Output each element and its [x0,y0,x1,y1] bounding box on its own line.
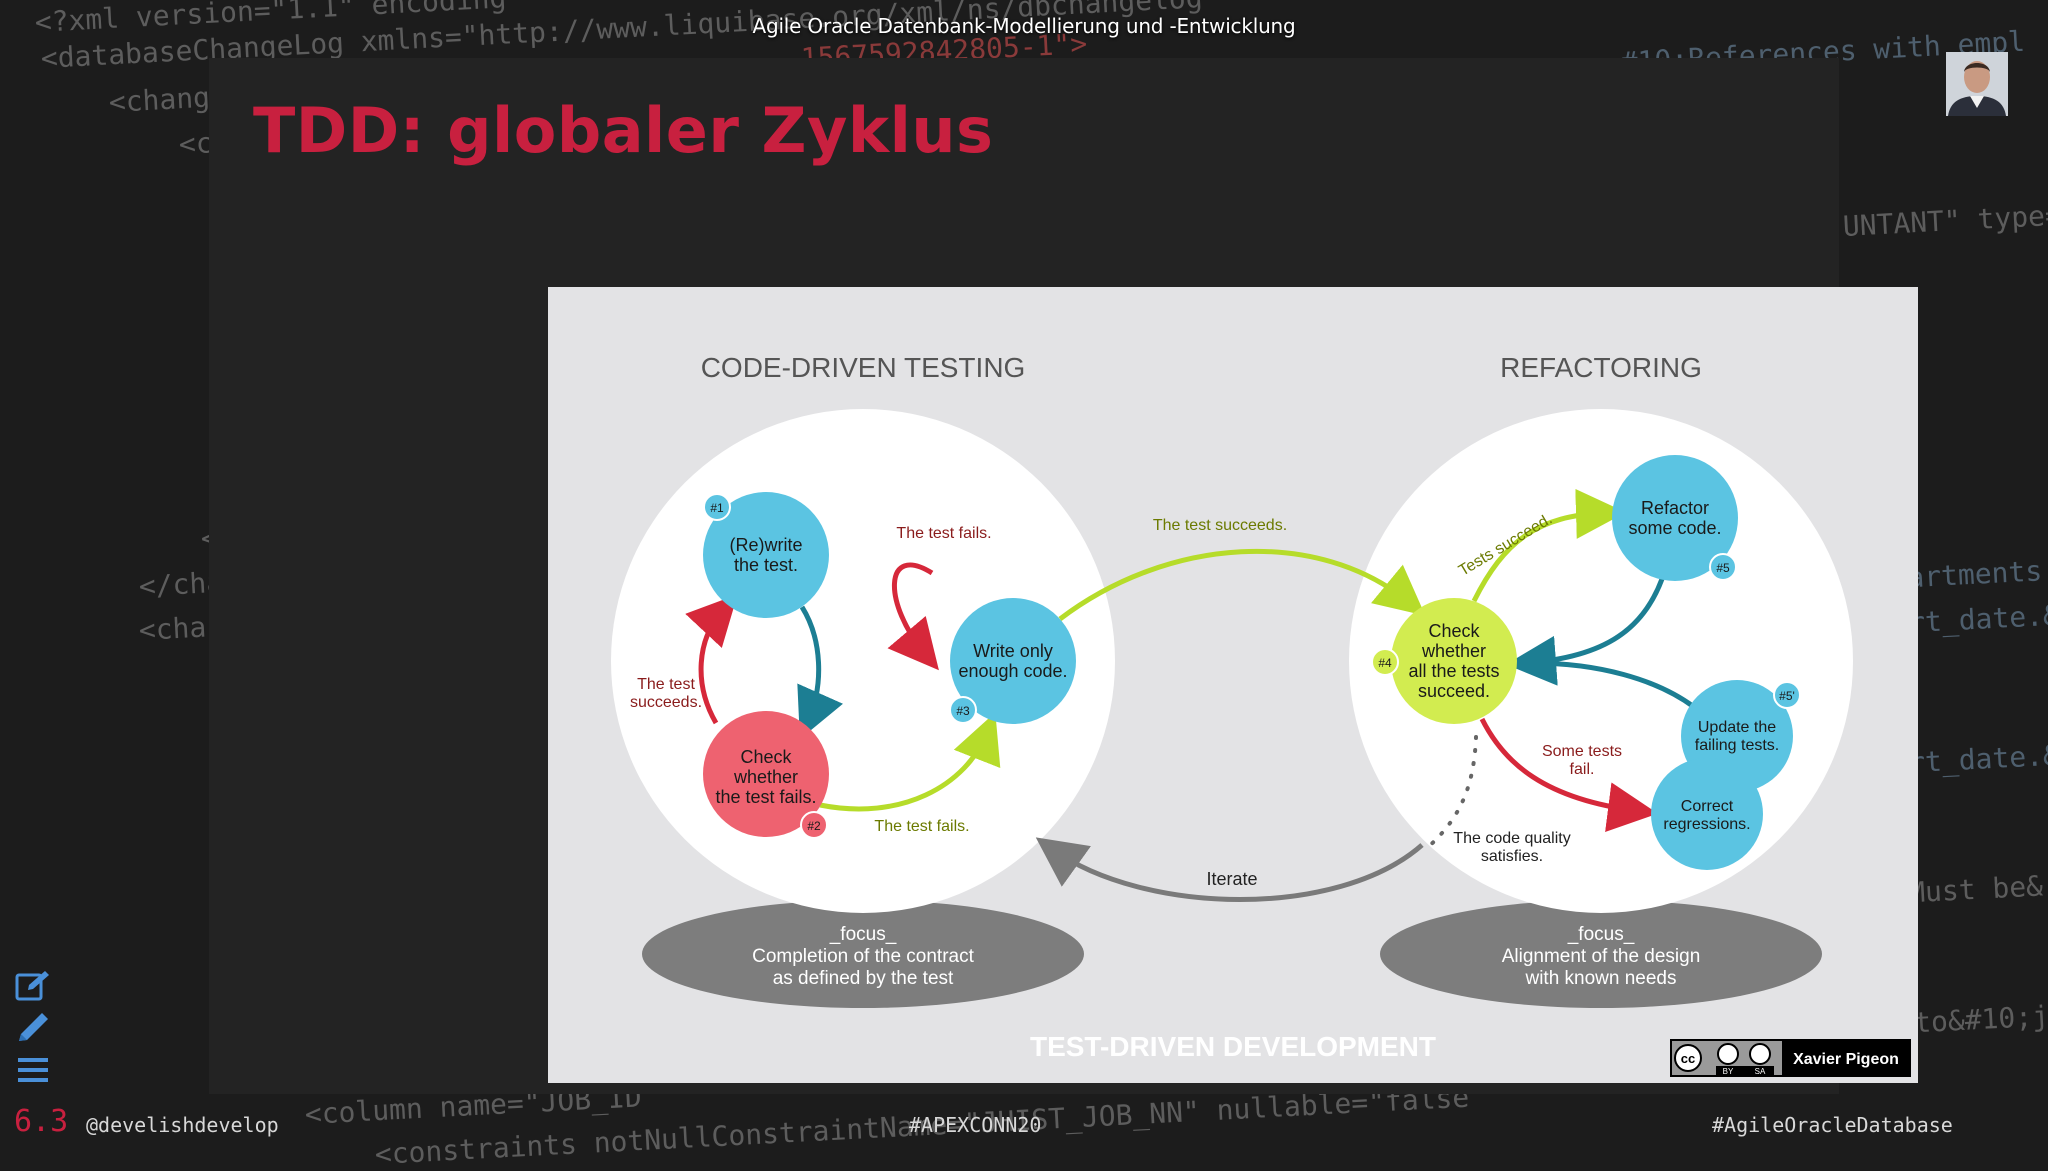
arrow-check-to-write-code [819,712,1001,812]
node-rewrite-test [703,492,829,618]
node-check-all-text-4: succeed. [1418,681,1490,701]
badge-4-text: #4 [1378,656,1392,670]
twitter-handle: @develishdevelop [86,1113,279,1137]
badge-3-text: #3 [956,704,970,718]
label-some-tests-1: Some tests [1542,743,1622,760]
node-check-fails-text-1: Check [740,747,792,767]
edit-square-icon[interactable] [14,968,52,1004]
node-write-code [950,598,1076,724]
badge-3 [949,696,977,724]
label-test-fails-bottom: The test fails. [874,818,969,835]
presenter-webcam [1946,52,2008,116]
left-focus-ellipse [642,900,1084,1008]
menu-icon[interactable] [14,1052,52,1088]
node-correct-text-2: regressions. [1663,816,1750,833]
label-test-succeeds-middle: The test succeeds. [1153,517,1287,534]
cc-license-badge: cc BY SA Xavier Pigeon [1670,1039,1911,1077]
node-check-test-fails [703,711,829,837]
code-line: UNTANT" type= [1842,198,2048,243]
label-iterate: Iterate [1206,869,1257,889]
badge-5-text: #5 [1716,561,1730,575]
presenter-avatar-icon [1946,52,2008,116]
node-rewrite-text-2: the test. [734,555,798,575]
tdd-cycle-diagram: CODE-DRIVEN TESTING REFACTORING _focus_ … [548,287,1918,1083]
cc-text: cc [1681,1051,1695,1066]
arrow-update-to-check [1531,660,1696,710]
window-title: Agile Oracle Datenbank-Modellierung und … [752,14,1296,38]
right-focus-ellipse [1380,900,1822,1008]
badge-2 [800,811,828,839]
arrow-iterate [1035,837,1424,902]
badge-4 [1371,648,1399,676]
node-refactor [1612,455,1738,581]
hashtag-topic: #AgileOracleDatabase [1712,1113,1953,1137]
label-some-tests-2: fail. [1570,761,1595,778]
badge-2-text: #2 [807,819,821,833]
node-update-text-1: Update the [1698,719,1776,736]
node-refactor-text-2: some code. [1628,518,1721,538]
code-line: <cha [138,610,208,647]
label-test-succeeds-left-2: succeeds. [630,694,702,711]
badge-1-text: #1 [710,501,724,515]
slide-number: 6.3 [14,1104,69,1139]
tdd-bottom-title: TEST-DRIVEN DEVELOPMENT [1030,1031,1436,1062]
left-focus-label: _focus_ [829,924,897,945]
sa-icon [1749,1043,1771,1065]
badge-5-prime [1773,681,1801,709]
by-icon [1717,1043,1739,1065]
label-quality-2: satisfies. [1481,848,1543,865]
arrow-refactor-to-check [1506,578,1665,686]
node-check-fails-text-3: the test fails. [715,787,816,807]
arrow-rewrite-to-check [797,605,844,740]
sa-text: SA [1755,1067,1766,1076]
code-line: <chang [108,80,211,119]
pencil-icon[interactable] [14,1010,52,1046]
author-name: Xavier Pigeon [1793,1051,1899,1068]
refactoring-title: REFACTORING [1500,352,1702,383]
label-quality-1: The code quality [1453,830,1570,847]
label-test-fails-top: The test fails. [896,525,991,542]
arrow-check-to-rewrite [685,594,738,725]
label-test-succeeds-left-1: The test [637,676,695,693]
node-check-all-text-2: whether [1421,641,1486,661]
badge-5 [1709,553,1737,581]
by-text: BY [1723,1067,1734,1076]
cc-icon [1674,1044,1702,1072]
right-focus-label: _focus_ [1567,924,1635,945]
left-focus-text-1: Completion of the contract [752,946,975,967]
node-refactor-text-1: Refactor [1641,498,1709,518]
arrow-check-to-refactor [1471,488,1626,603]
badge-1 [703,493,731,521]
tdd-diagram-canvas: CODE-DRIVEN TESTING REFACTORING _focus_ … [548,287,1918,1083]
node-rewrite-text-1: (Re)write [729,535,802,555]
dotted-quality-line [1424,735,1478,851]
arrow-write-code-loop [887,562,939,671]
node-update-text-2: failing tests. [1695,737,1779,754]
node-check-fails-text-2: whether [733,767,798,787]
arrow-to-refactoring [1058,548,1426,621]
node-write-code-text-2: enough code. [958,661,1067,681]
node-check-all-text-1: Check [1428,621,1480,641]
badge-5-prime-text: #5' [1779,689,1795,703]
right-focus-text-1: Alignment of the design [1502,946,1701,967]
node-write-code-text-1: Write only [973,641,1053,661]
left-focus-text-2: as defined by the test [773,968,954,989]
node-check-all-tests [1391,598,1517,724]
right-focus-text-2: with known needs [1524,968,1676,989]
node-correct-regressions [1651,758,1763,870]
node-check-all-text-3: all the tests [1408,661,1499,681]
hashtag-conference: #APEXCONN20 [909,1113,1042,1137]
presentation-slide: TDD: globaler Zyklus CODE-DRIVEN [209,58,1918,1094]
arrow-check-to-correct [1479,717,1658,832]
node-correct-text-1: Correct [1681,798,1734,815]
code-driven-testing-title: CODE-DRIVEN TESTING [701,352,1026,383]
slide-title: TDD: globaler Zyklus [253,94,994,167]
left-toolbar [14,968,54,1094]
